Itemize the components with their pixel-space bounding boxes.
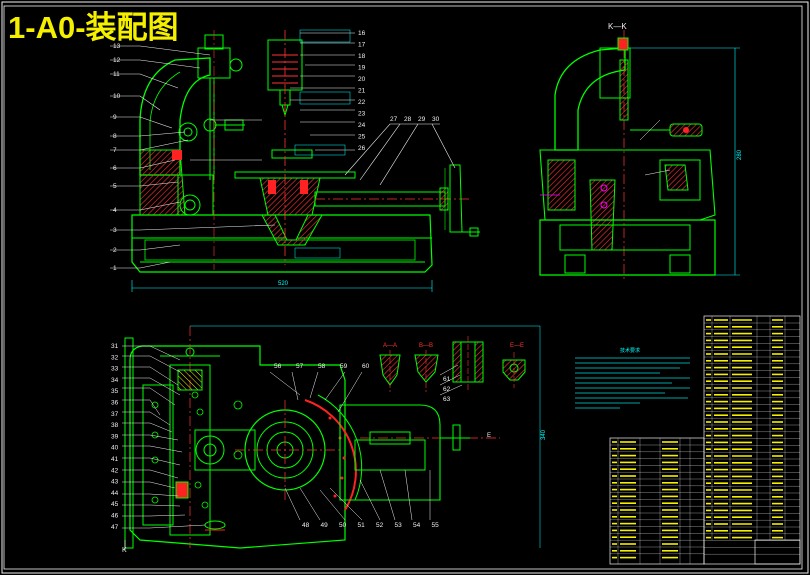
- part-number-callout: 13: [113, 43, 121, 50]
- part-number-callout: 37: [111, 411, 119, 418]
- part-number-callout: 60: [362, 363, 370, 370]
- part-number-callout: 32: [111, 354, 119, 361]
- part-number-callout: 47: [111, 524, 119, 531]
- part-number-callout: 16: [358, 30, 366, 37]
- part-number-callout: 19: [358, 65, 366, 72]
- part-number-callout: 27: [390, 116, 398, 123]
- part-number-callout: 1: [113, 265, 117, 272]
- part-number-callout: 7: [113, 147, 117, 154]
- part-number-callout: 49: [321, 522, 329, 529]
- part-number-callout: 6: [113, 165, 117, 172]
- plan-top-part-numbers: 56 57 58 59 60: [274, 363, 370, 370]
- part-number-callout: 53: [395, 522, 403, 529]
- drawing-title: 1-A0-装配图: [8, 10, 179, 45]
- part-number-callout: 42: [111, 467, 119, 474]
- side-view-kk: K—K 280: [539, 22, 743, 280]
- part-number-callout: 45: [111, 501, 119, 508]
- part-number-callout: 20: [358, 76, 366, 83]
- part-number-callout: 51: [358, 522, 366, 529]
- part-number-callout: 35: [111, 388, 119, 395]
- part-number-callout: 57: [296, 363, 304, 370]
- part-number-callout: 58: [318, 363, 326, 370]
- part-number-callout: 30: [432, 116, 440, 123]
- part-number-callout: 8: [113, 133, 117, 140]
- part-number-callout: 10: [113, 93, 121, 100]
- part-number-callout: 44: [111, 490, 119, 497]
- dimension-side-label: 280: [737, 149, 743, 160]
- part-number-callout: 18: [358, 53, 366, 60]
- part-number-callout: 62: [443, 386, 451, 393]
- section-label: E—E: [510, 343, 524, 349]
- plan-marker-e: E: [487, 433, 491, 439]
- part-number-callout: 46: [111, 513, 119, 520]
- part-number-callout: 59: [340, 363, 348, 370]
- section-label: A—A: [383, 343, 397, 349]
- part-number-callout: 17: [358, 42, 366, 49]
- front-top-part-numbers: 27 28 29 30: [390, 116, 440, 123]
- part-number-callout: 25: [358, 134, 366, 141]
- front-left-part-numbers: 13 12 11 10 9 8 7 6 5 4 3 2 1: [113, 43, 121, 272]
- tech-heading: 技术要求: [620, 347, 640, 354]
- part-number-callout: 54: [413, 522, 421, 529]
- technical-requirements: 技术要求: [575, 347, 690, 409]
- part-number-callout: 34: [111, 377, 119, 384]
- part-number-callout: 23: [358, 111, 366, 118]
- part-number-callout: 61: [443, 376, 451, 383]
- part-number-callout: 63: [443, 396, 451, 403]
- section-label: B—B: [419, 343, 433, 349]
- part-number-callout: 9: [113, 114, 117, 121]
- plan-view: E 340 K: [122, 325, 547, 554]
- part-number-callout: 11: [113, 71, 120, 78]
- part-number-callout: 24: [358, 122, 366, 129]
- part-number-callout: 56: [274, 363, 282, 370]
- side-view-label: K—K: [608, 22, 627, 31]
- part-number-callout: 41: [111, 456, 119, 463]
- part-number-callout: 3: [113, 227, 117, 234]
- part-number-callout: 22: [358, 99, 366, 106]
- part-number-callout: 43: [111, 479, 119, 486]
- part-number-callout: 40: [111, 445, 119, 452]
- drawing-frame-inner: [3, 5, 803, 570]
- part-number-callout: 33: [111, 366, 119, 373]
- part-number-callout: 2: [113, 247, 117, 254]
- part-number-callout: 26: [358, 145, 366, 152]
- parts-list-table: [609, 315, 801, 565]
- part-number-callout: 29: [418, 116, 426, 123]
- dimension-main-label: 520: [278, 281, 289, 287]
- part-number-callout: 31: [111, 343, 119, 350]
- part-number-callout: 55: [432, 522, 440, 529]
- part-number-callout: 12: [113, 57, 121, 64]
- front-right-part-numbers: 16 17 18 19 20 21 22 23 24 25 26: [358, 30, 366, 152]
- plan-left-part-numbers: 31 32 33 34 35 36 37 38 39 40 41 42 43 44 45 46 47: [111, 343, 119, 531]
- part-number-callout: 36: [111, 400, 119, 407]
- part-number-callout: 39: [111, 433, 119, 440]
- dimension-plan-label: 340: [541, 429, 547, 440]
- part-number-callout: 21: [358, 88, 366, 95]
- part-number-callout: 28: [404, 116, 412, 123]
- part-number-callout: 4: [113, 207, 117, 214]
- part-number-callout: 52: [376, 522, 384, 529]
- part-number-callout: 5: [113, 183, 117, 190]
- part-number-callout: 38: [111, 422, 119, 429]
- part-number-callout: 48: [302, 522, 310, 529]
- front-view: 5 20: [110, 29, 480, 292]
- part-number-callout: 50: [339, 522, 347, 529]
- plan-marker-k: K: [122, 547, 127, 554]
- plan-bottom-part-numbers: 48 49 50 51 52 53 54 55: [302, 522, 439, 529]
